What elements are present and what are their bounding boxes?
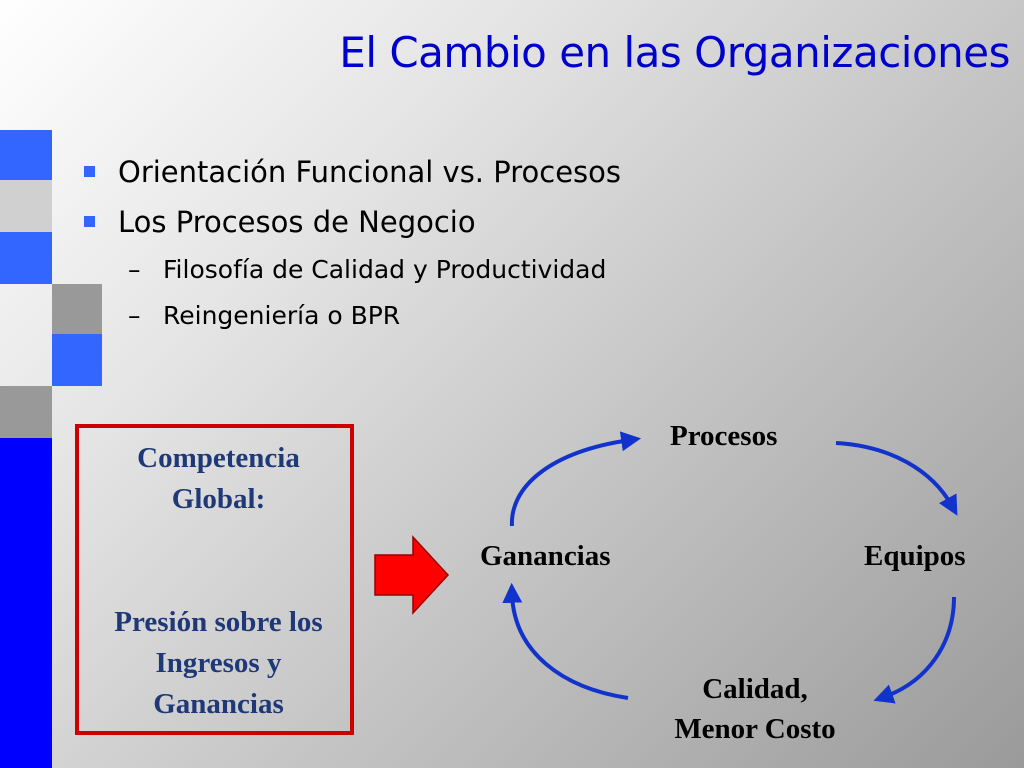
deco-block	[0, 232, 52, 284]
square-bullet-icon	[84, 166, 95, 177]
box-line-competencia: Competencia	[137, 442, 300, 474]
bullet-item: Los Procesos de Negocio	[80, 200, 621, 250]
dash-bullet-icon: –	[128, 255, 141, 284]
square-bullet-icon	[84, 216, 95, 227]
node-equipos: Equipos	[864, 540, 966, 572]
pressure-box: Competencia Global: Presión sobre los In…	[75, 424, 354, 735]
box-line-ingresos: Ingresos y	[155, 647, 282, 679]
bullet-text: Orientación Funcional vs. Procesos	[118, 155, 621, 189]
box-line-global: Global:	[171, 483, 266, 515]
sub-bullet-item: – Reingeniería o BPR	[80, 296, 621, 342]
deco-block	[0, 180, 52, 232]
sub-bullet-text: Reingeniería o BPR	[163, 301, 401, 330]
slide-title: El Cambio en las Organizaciones	[339, 28, 1010, 77]
sub-bullet-text: Filosofía de Calidad y Productividad	[163, 255, 607, 284]
node-ganancias: Ganancias	[480, 540, 611, 572]
cycle-arrow-calidad-to-ganancias	[502, 582, 629, 700]
bullet-item: Orientación Funcional vs. Procesos	[80, 150, 621, 200]
deco-block	[52, 284, 102, 334]
deco-block	[0, 130, 52, 180]
deco-block	[0, 386, 52, 438]
node-calidad-line1: Calidad,	[702, 673, 808, 705]
box-line-ganancias: Ganancias	[153, 688, 284, 720]
cycle-arrow-procesos-to-equipos	[835, 441, 958, 516]
deco-block	[52, 334, 102, 386]
dash-bullet-icon: –	[128, 301, 141, 330]
node-procesos: Procesos	[670, 420, 778, 452]
big-right-arrow-icon	[374, 535, 450, 615]
deco-bar	[0, 438, 52, 768]
sub-bullet-item: – Filosofía de Calidad y Productividad	[80, 250, 621, 296]
node-calidad: Calidad, Menor Costo	[655, 669, 855, 749]
node-calidad-line2: Menor Costo	[674, 713, 836, 745]
cycle-arrow-equipos-to-calidad	[873, 596, 956, 704]
cycle-arrow-ganancias-to-procesos	[509, 431, 642, 527]
bullet-list: Orientación Funcional vs. Procesos Los P…	[80, 150, 621, 342]
box-line-presion: Presión sobre los	[114, 606, 323, 638]
bullet-text: Los Procesos de Negocio	[118, 205, 476, 239]
